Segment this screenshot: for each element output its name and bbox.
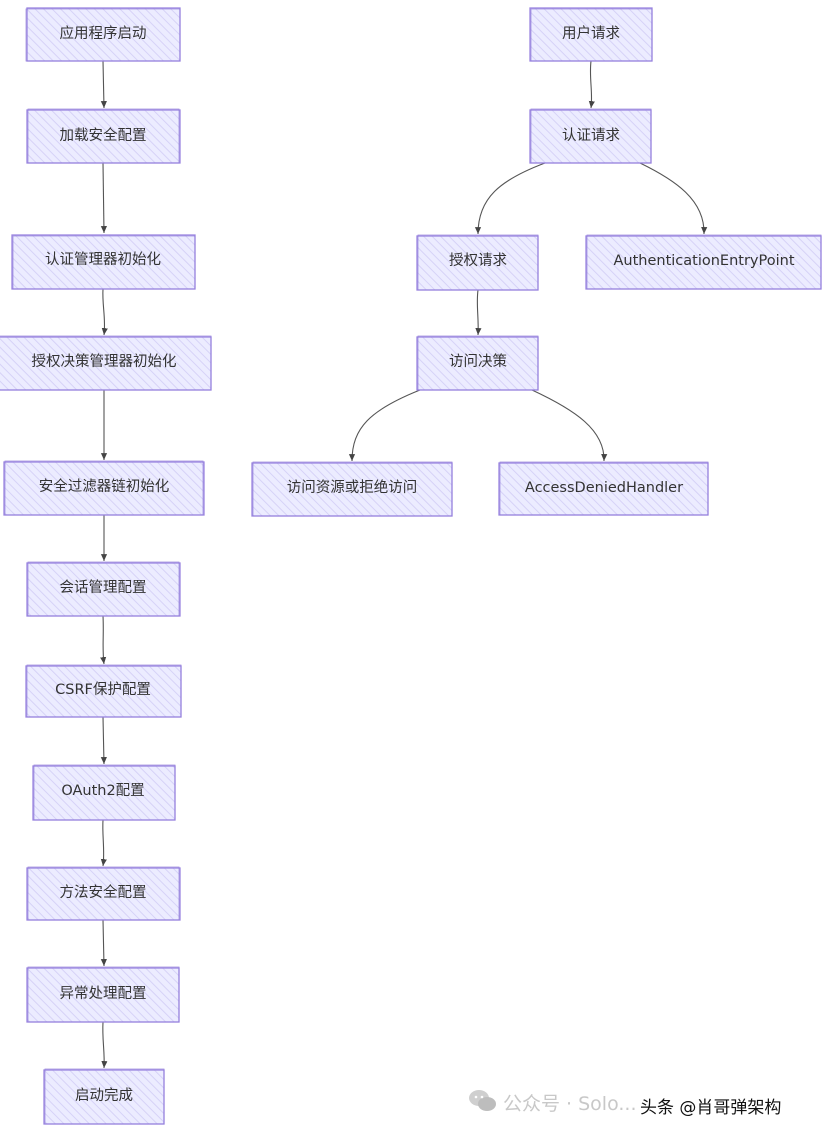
- edges: [100, 60, 708, 1069]
- node-label: AccessDeniedHandler: [525, 480, 683, 496]
- node-label: 启动完成: [75, 1087, 133, 1104]
- node-authz-request[interactable]: 授权请求: [416, 234, 539, 291]
- edge-r3-r5: [475, 289, 482, 336]
- node-oauth2-config[interactable]: OAuth2配置: [32, 764, 176, 821]
- node-auth-manager-init[interactable]: 认证管理器初始化: [11, 234, 196, 290]
- node-app-start[interactable]: 应用程序启动: [25, 7, 181, 62]
- node-label: 授权请求: [449, 252, 507, 269]
- node-load-security-config[interactable]: 加载安全配置: [26, 108, 181, 164]
- wechat-icon: [469, 1090, 496, 1111]
- node-authentication-entry-point[interactable]: AuthenticationEntryPoint: [585, 234, 822, 290]
- node-label: 认证请求: [562, 127, 620, 144]
- node-label: 异常处理配置: [60, 985, 147, 1002]
- node-label: 认证管理器初始化: [45, 251, 161, 268]
- edge-r5-r7: [531, 389, 608, 462]
- node-label: 方法安全配置: [60, 883, 147, 901]
- node-label: CSRF保护配置: [55, 681, 151, 698]
- node-csrf-config[interactable]: CSRF保护配置: [25, 664, 182, 718]
- node-label: 安全过滤器链初始化: [39, 477, 170, 495]
- edge-n1-n2: [100, 60, 107, 109]
- node-method-security-config[interactable]: 方法安全配置: [26, 866, 181, 921]
- watermark-toutiao-text: 头条 @肖哥弹架构: [640, 1098, 782, 1118]
- node-authz-manager-init[interactable]: 授权决策管理器初始化: [0, 335, 212, 391]
- node-access-decision[interactable]: 访问决策: [416, 335, 539, 391]
- node-label: 访问资源或拒绝访问: [287, 479, 418, 496]
- edge-r5-r6: [348, 389, 421, 462]
- node-label: 用户请求: [562, 25, 620, 42]
- node-label: 访问决策: [449, 353, 507, 370]
- edge-r2-r4: [639, 162, 708, 235]
- edge-n9-n10: [100, 919, 107, 967]
- edge-n6-n7: [100, 615, 107, 665]
- edge-n10-n11: [101, 1021, 108, 1069]
- node-label: 加载安全配置: [60, 126, 147, 144]
- node-exception-config[interactable]: 异常处理配置: [26, 966, 180, 1023]
- node-startup-complete[interactable]: 启动完成: [43, 1068, 165, 1125]
- node-label: 应用程序启动: [60, 24, 147, 42]
- node-label: OAuth2配置: [61, 782, 144, 799]
- node-user-request[interactable]: 用户请求: [529, 7, 653, 62]
- edge-r1-r2: [588, 60, 595, 109]
- edge-n7-n8: [100, 716, 107, 765]
- node-label: AuthenticationEntryPoint: [613, 253, 794, 269]
- edge-r2-r3: [474, 162, 546, 235]
- node-access-denied-handler[interactable]: AccessDeniedHandler: [498, 461, 709, 516]
- watermark-wechat-text: 公众号 · Solo...: [503, 1093, 637, 1115]
- edge-n3-n4: [101, 288, 108, 336]
- node-filter-chain-init[interactable]: 安全过滤器链初始化: [3, 460, 205, 516]
- edge-n8-n9: [100, 819, 107, 867]
- node-session-config[interactable]: 会话管理配置: [26, 561, 181, 617]
- node-label: 授权决策管理器初始化: [32, 353, 177, 370]
- edge-n2-n3: [100, 162, 107, 234]
- nodes: 应用程序启动 加载安全配置 认证管理器初始化 授权决策管理器初始化 安全过滤器链…: [0, 7, 822, 1125]
- node-access-or-deny[interactable]: 访问资源或拒绝访问: [251, 461, 453, 517]
- node-label: 会话管理配置: [60, 579, 147, 596]
- node-auth-request[interactable]: 认证请求: [529, 108, 652, 164]
